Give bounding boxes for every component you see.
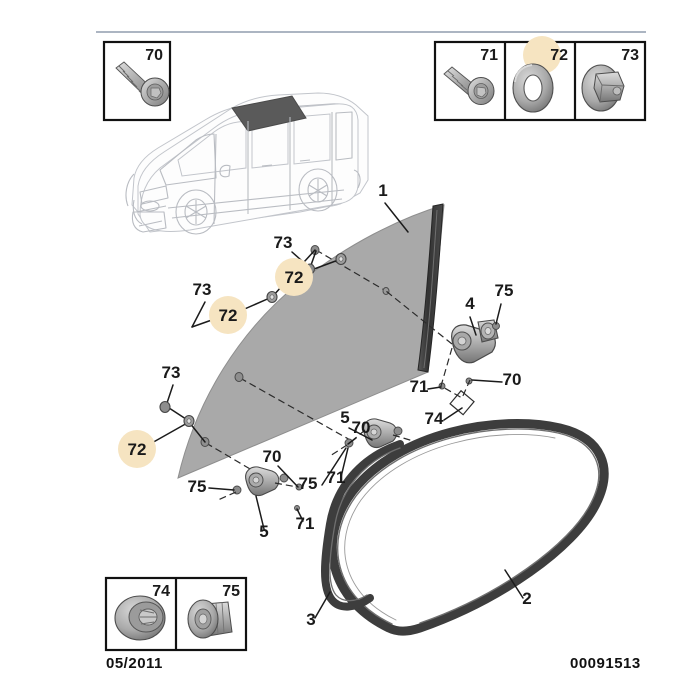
callout-2: 2 bbox=[522, 589, 531, 608]
detail-box-74-number: 74 bbox=[152, 583, 170, 600]
bolt-71-icon bbox=[443, 66, 495, 105]
detail-box-71-number: 71 bbox=[480, 47, 498, 64]
vehicle-illustration bbox=[125, 92, 369, 235]
vehicle-rear-wheel bbox=[298, 168, 338, 212]
callout-73-middle: 73 bbox=[193, 280, 212, 299]
highlight-circle-callout-72a bbox=[275, 258, 313, 296]
callout-74: 74 bbox=[425, 409, 444, 428]
vehicle-front-wheel bbox=[175, 189, 217, 235]
callout-75-lower: 75 bbox=[188, 477, 207, 496]
callout-4: 4 bbox=[465, 294, 475, 313]
callout-70-lower: 70 bbox=[263, 447, 282, 466]
callout-71-upper: 71 bbox=[327, 468, 346, 487]
window-regulator-assembly bbox=[385, 290, 500, 416]
diagram-reference-number: 00091513 bbox=[570, 655, 641, 672]
vehicle-highlighted-panel bbox=[231, 95, 307, 132]
detail-box-group-bottom-left: 74 75 05/2011 bbox=[104, 576, 248, 672]
glass-edge-trim bbox=[417, 203, 444, 373]
callout-72-lower: 72 bbox=[128, 440, 147, 459]
detail-box-72-number: 72 bbox=[550, 47, 568, 64]
regulator-grommet-square bbox=[449, 389, 475, 416]
window-glass-panel bbox=[177, 203, 445, 479]
detail-box-70: 70 bbox=[102, 40, 172, 122]
detail-box-73-number: 73 bbox=[621, 47, 639, 64]
callout-72-upper: 72 bbox=[285, 268, 304, 287]
callout-73-upper: 73 bbox=[274, 233, 293, 252]
callout-72-middle: 72 bbox=[219, 306, 238, 325]
door-seal-main-loop bbox=[327, 419, 609, 636]
callout-labels: 1 2 3 4 5 5 70 70 70 71 71 71 72 72 72 7… bbox=[128, 181, 532, 629]
callout-5-lower: 5 bbox=[259, 522, 268, 541]
washer-72-icon bbox=[512, 63, 554, 113]
glass-guide-roller-lower bbox=[217, 466, 303, 511]
callout-70-upper: 70 bbox=[352, 418, 371, 437]
callout-5-upper: 5 bbox=[340, 408, 349, 427]
nut-73-icon bbox=[581, 64, 625, 112]
callout-3: 3 bbox=[306, 610, 315, 629]
grommet-74-icon bbox=[114, 595, 166, 641]
door-seal-secondary-strip bbox=[321, 440, 404, 611]
detail-box-75-number: 75 bbox=[222, 583, 240, 600]
diagram-date: 05/2011 bbox=[106, 655, 163, 672]
screw-70-icon bbox=[115, 61, 170, 107]
highlight-circle-callout-72b bbox=[209, 296, 247, 334]
callout-1: 1 bbox=[378, 181, 387, 200]
callout-75-upper: 75 bbox=[299, 474, 318, 493]
callout-73-lower: 73 bbox=[162, 363, 181, 382]
callout-71-regulator: 71 bbox=[410, 377, 429, 396]
detail-box-70-number: 70 bbox=[145, 47, 163, 64]
callout-71-lower: 71 bbox=[296, 514, 315, 533]
callout-70-regulator: 70 bbox=[503, 370, 522, 389]
callout-75-regulator: 75 bbox=[495, 281, 514, 300]
highlight-circle-callout-72c bbox=[118, 430, 156, 468]
detail-box-group-top-right: 71 72 73 bbox=[433, 36, 647, 122]
plug-75-icon bbox=[187, 599, 233, 639]
